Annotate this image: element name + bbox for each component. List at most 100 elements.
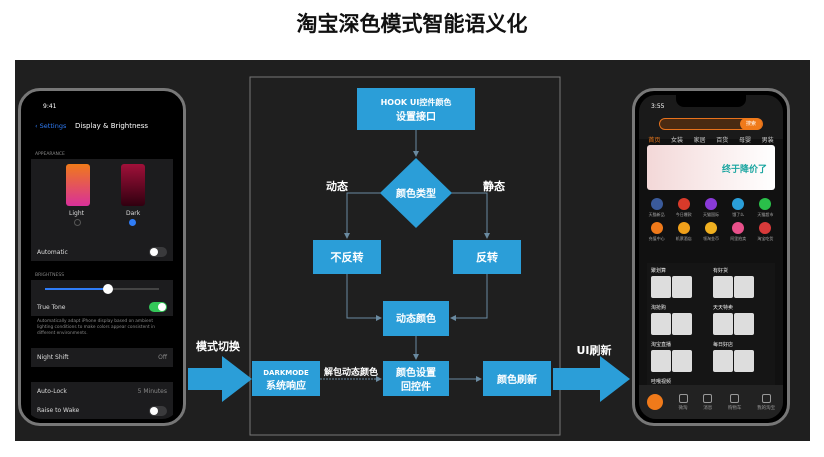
nav-item[interactable]: 我的淘宝	[757, 393, 776, 411]
shortcut-label: 天猫新品	[648, 212, 665, 217]
shortcut-item[interactable]: 饿了么	[727, 198, 750, 218]
shortcut-item[interactable]: 领淘金币	[699, 222, 722, 242]
search-input[interactable]: 搜索	[659, 118, 763, 130]
status-time: 9:41	[43, 103, 57, 110]
product-thumb[interactable]	[734, 313, 754, 335]
true-tone-label: True Tone	[37, 303, 66, 311]
product-section[interactable]: 有好货	[713, 267, 771, 300]
back-button[interactable]: ‹ Settings	[35, 122, 67, 130]
mode-switch-label: 模式切换	[196, 339, 241, 353]
shortcut-item[interactable]: 天猫超市	[754, 198, 777, 218]
shortcut-label: 天猫超市	[757, 212, 774, 217]
shortcut-label: 今日爆款	[675, 212, 692, 217]
category-tab[interactable]: 百货	[716, 137, 729, 144]
shortcut-label: 充值中心	[648, 236, 665, 241]
night-shift-value: Off	[158, 354, 167, 361]
category-tab[interactable]: 首页	[648, 137, 661, 144]
brightness-slider[interactable]	[45, 284, 159, 294]
dynamic-color-box	[383, 301, 449, 336]
shortcut-item[interactable]: 天猫新品	[645, 198, 668, 218]
category-tabs: 首页 女装 家居 百货 母婴 男装	[643, 135, 779, 144]
shortcut-label: 天猫国际	[702, 212, 719, 217]
product-thumb[interactable]	[651, 276, 671, 298]
set-back-text-1: 颜色设置	[396, 366, 436, 379]
nav-item[interactable]	[646, 394, 663, 410]
category-tab[interactable]: 女装	[670, 137, 683, 144]
ios-settings-phone: 9:41 ‹ Settings Display & Brightness APP…	[18, 88, 186, 426]
section-title: 有好货	[713, 268, 729, 274]
night-shift-label: Night Shift	[37, 354, 69, 361]
hook-text-2: 设置接口	[396, 110, 436, 123]
automatic-toggle[interactable]	[149, 247, 167, 257]
status-time: 3:55	[651, 103, 665, 110]
product-thumb[interactable]	[734, 350, 754, 372]
nav-icon	[761, 393, 771, 403]
shortcut-item[interactable]: 今日爆款	[672, 198, 695, 218]
ui-refresh-arrow	[553, 356, 630, 402]
section-title: 每日好店	[713, 342, 734, 348]
product-thumb[interactable]	[672, 276, 692, 298]
nav-label: 我的淘宝	[757, 405, 776, 411]
shortcut-icon	[759, 198, 772, 210]
shortcut-item[interactable]: 阿里拍卖	[727, 222, 750, 242]
product-thumb[interactable]	[651, 350, 671, 372]
search-button[interactable]: 搜索	[739, 118, 762, 130]
product-section[interactable]: 聚划算	[651, 267, 709, 300]
auto-lock-value: 5 Minutes	[137, 388, 167, 395]
shortcut-item[interactable]: 淘宝吃货	[754, 222, 777, 242]
darkmode-text-1: DARKMODE	[263, 369, 309, 377]
light-preview[interactable]	[66, 164, 90, 206]
product-thumb[interactable]	[713, 350, 733, 372]
raise-toggle[interactable]	[149, 405, 167, 416]
shortcut-label: 淘宝吃货	[757, 236, 774, 241]
section-title: 淘宝直播	[651, 342, 672, 348]
shortcut-item[interactable]: 天猫国际	[699, 198, 722, 218]
category-tab[interactable]: 母婴	[738, 137, 751, 144]
nav-icon	[703, 393, 713, 403]
product-thumb[interactable]	[651, 313, 671, 335]
true-tone-description: Automatically adapt iPhone display based…	[37, 319, 155, 336]
shortcut-icon	[732, 222, 745, 234]
nav-item[interactable]: 微淘	[678, 393, 688, 411]
unpack-label: 解包动态颜色	[324, 366, 378, 378]
decision-diamond	[380, 158, 452, 228]
darkmode-text-2: 系统响应	[266, 379, 306, 392]
shortcut-icon	[677, 222, 690, 234]
darkmode-box	[252, 361, 320, 396]
product-thumb[interactable]	[672, 350, 692, 372]
raise-to-wake-row: Raise to Wake	[31, 401, 173, 419]
dark-label: Dark	[126, 210, 141, 217]
brightness-row	[31, 280, 173, 298]
dark-radio-selected[interactable]	[129, 219, 136, 226]
product-sections: 聚划算有好货淘抢购天天特卖淘宝直播每日好店哇哦视频	[647, 263, 775, 409]
true-tone-toggle[interactable]	[149, 302, 167, 312]
product-thumb[interactable]	[713, 313, 733, 335]
shortcut-item[interactable]: 机票酒店	[672, 222, 695, 242]
section-title: 天天特卖	[713, 305, 734, 311]
shortcut-item[interactable]: 充值中心	[645, 222, 668, 242]
no-invert-box	[313, 240, 381, 274]
appearance-panel: Light Dark	[31, 159, 173, 243]
automatic-row: Automatic	[31, 243, 173, 261]
hook-box	[357, 88, 475, 130]
dark-preview[interactable]	[121, 164, 145, 206]
dynamic-color-text: 动态颜色	[396, 312, 436, 325]
nav-item[interactable]: 购物车	[728, 393, 741, 411]
product-section[interactable]: 每日好店	[713, 341, 771, 374]
product-thumb[interactable]	[734, 276, 754, 298]
product-section[interactable]: 淘宝直播	[651, 341, 709, 374]
product-section[interactable]: 淘抢购	[651, 304, 709, 337]
product-section[interactable]: 天天特卖	[713, 304, 771, 337]
invert-text: 反转	[476, 250, 498, 264]
product-thumb[interactable]	[672, 313, 692, 335]
night-shift-row[interactable]: Night Shift Off	[31, 348, 173, 367]
light-radio[interactable]	[74, 219, 81, 226]
category-tab[interactable]: 男装	[761, 137, 774, 144]
refresh-box	[483, 361, 551, 396]
promo-banner[interactable]: 终于降价了	[647, 145, 775, 190]
product-thumb[interactable]	[713, 276, 733, 298]
category-tab[interactable]: 家居	[693, 137, 706, 144]
nav-label: 消息	[703, 405, 713, 411]
nav-item[interactable]: 消息	[703, 393, 713, 411]
